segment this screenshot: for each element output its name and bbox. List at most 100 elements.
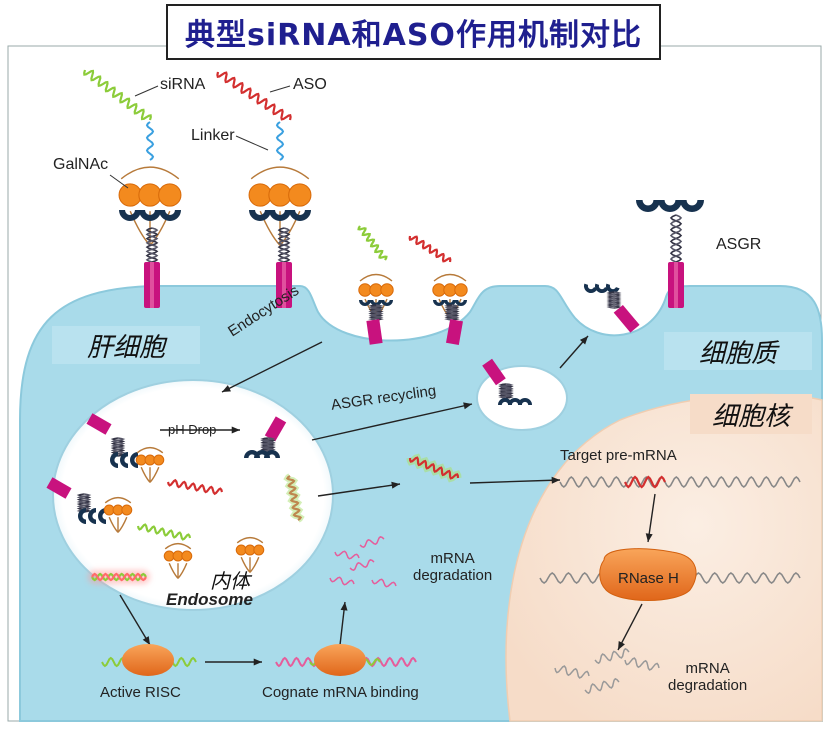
endo-free-aso-glow xyxy=(283,473,305,523)
pit-cup-a-2 xyxy=(455,300,467,306)
endo-cup-1-0 xyxy=(110,452,118,468)
arrow-to-binding-head xyxy=(253,658,262,666)
free-galnac-2-arm-2 xyxy=(249,556,260,573)
receptor-cup-aso-1-shape xyxy=(269,210,291,221)
endo-galnac-1 xyxy=(135,446,165,483)
nuc-fragment-1 xyxy=(584,677,620,695)
endo-cup-2-0 xyxy=(78,508,86,524)
receptor-cup-aso-2-shape xyxy=(289,210,311,221)
galnac-cluster-sirna-sugar-0 xyxy=(118,183,142,207)
label-ph-drop: pH Drop xyxy=(168,422,217,437)
aso-strand-pit xyxy=(408,235,452,263)
pit-cup-s-2-shape xyxy=(381,300,393,306)
endo-cup-2-1 xyxy=(88,508,96,524)
pit-stalk-a-b xyxy=(444,304,460,321)
aso-strand-top xyxy=(216,71,292,121)
vesicle-cup-2 xyxy=(518,398,532,405)
asgr-receptor-free-core xyxy=(674,262,678,308)
galnac-cluster-sirna-sugar-1 xyxy=(138,183,162,207)
endo-galnac-1-arm-2 xyxy=(149,466,160,483)
galnac-pit-aso-arch xyxy=(433,273,467,282)
label-asgr: ASGR xyxy=(716,236,762,253)
asgr-receptor-aso-core xyxy=(282,262,286,308)
endo-receptor-3 xyxy=(264,416,287,442)
receptor-cup-free-1-shape xyxy=(658,200,682,212)
endo-receptor-1 xyxy=(86,413,112,435)
receptor-cup-free-2 xyxy=(680,200,704,212)
receptor-cup-aso-0 xyxy=(249,210,271,221)
arrow-to-nuc-degradation xyxy=(617,603,643,651)
pit-cup-s-1 xyxy=(370,300,382,306)
vesicle-receptor xyxy=(482,358,506,386)
receptor-cup-sirna-1 xyxy=(139,210,161,221)
receptor-cup-sirna-1-shape xyxy=(139,210,161,221)
recyc-cup-1 xyxy=(595,283,609,293)
endo-cup-2-2 xyxy=(98,508,106,524)
pit-stalk-s-b xyxy=(368,304,384,321)
pit-cup-s-0 xyxy=(359,300,371,306)
receptor-cup-sirna-0-shape xyxy=(119,210,141,221)
cyto-aso xyxy=(408,456,460,480)
endo-stalk-2-b xyxy=(76,493,92,513)
free-galnac-2-arm-0 xyxy=(240,556,251,573)
galnac-pit-sirna-arch xyxy=(359,273,393,282)
receptor-stalk-aso-b xyxy=(277,227,291,263)
endo-galnac-2-arch xyxy=(104,496,132,504)
receptor-stalk-sirna-b xyxy=(145,227,159,263)
free-galnac-1-sugar-2 xyxy=(181,550,193,562)
zh-cytoplasm: 细胞质 xyxy=(698,338,777,369)
recyc-cup-2-shape xyxy=(606,283,620,293)
vesicle-cup-2-shape xyxy=(518,398,532,405)
endo-cup-1-1 xyxy=(120,452,128,468)
pre-mrna xyxy=(559,475,801,489)
receptor-cup-sirna-0 xyxy=(119,210,141,221)
receptor-cup-sirna-2-shape xyxy=(159,210,181,221)
receptor-cup-free-2-shape xyxy=(680,200,704,212)
cyto-fragment-1 xyxy=(349,558,375,572)
recyc-cup-2 xyxy=(606,283,620,293)
receptor-cup-aso-2 xyxy=(289,210,311,221)
zh-nucleus: 细胞核 xyxy=(711,401,790,432)
endo-cup-1-1-shape xyxy=(120,452,128,468)
asgr-receptor-sirna-core xyxy=(150,262,154,308)
endo-cup-3-2 xyxy=(264,450,280,458)
arrow-ph-drop-head xyxy=(231,426,240,434)
arrow-aso-exit-head xyxy=(391,481,400,489)
recyc-stalk-b xyxy=(606,291,622,309)
endo-galnac-2 xyxy=(103,496,133,533)
endo-cup-1-2 xyxy=(130,452,138,468)
arrow-to-nucleus xyxy=(469,479,561,484)
cyto-fragment-2 xyxy=(329,576,355,586)
galnac-cluster-sirna-sugar-2 xyxy=(158,183,182,207)
recyc-cup-0-shape xyxy=(584,283,598,293)
arrow-aso-exit xyxy=(317,483,401,497)
label-mrna-degradation-cytoplasm: mRNA degradation xyxy=(413,550,493,584)
galnac-cluster-aso-sugar-1 xyxy=(268,183,292,207)
free-galnac-2 xyxy=(235,536,265,573)
free-galnac-1-arch xyxy=(164,542,192,550)
pit-cup-a-2-shape xyxy=(455,300,467,306)
free-galnac-1-arm-0 xyxy=(168,562,179,579)
tag-hepatocyte: 肝细胞 xyxy=(52,326,200,364)
pit-cup-s-2 xyxy=(381,300,393,306)
cyto-fragment-4 xyxy=(371,578,397,588)
endo-receptor-2 xyxy=(46,477,72,499)
label-active-risc: Active RISC xyxy=(100,684,181,701)
label-target-pre-mrna: Target pre-mRNA xyxy=(560,447,677,464)
arrow-to-rnase-head xyxy=(645,533,653,542)
free-galnac-2-arch xyxy=(236,536,264,544)
galnac-cluster-aso-sugar-2 xyxy=(288,183,312,207)
cyto-fragment-3 xyxy=(359,535,385,549)
galnac-pit-sirna-sugar-2 xyxy=(380,283,394,297)
pit-cup-s-0-shape xyxy=(359,300,371,306)
sirna-strand-top xyxy=(83,69,152,121)
endo-stalk-1-b xyxy=(110,437,126,457)
receptor-cup-free-0 xyxy=(636,200,660,212)
endo-aso-1 xyxy=(166,478,224,496)
galnac-cluster-aso-arch xyxy=(250,166,310,180)
receptor-cup-aso-0-shape xyxy=(249,210,271,221)
pit-cup-a-0-shape xyxy=(433,300,445,306)
nuc-fragment-0 xyxy=(554,665,590,679)
